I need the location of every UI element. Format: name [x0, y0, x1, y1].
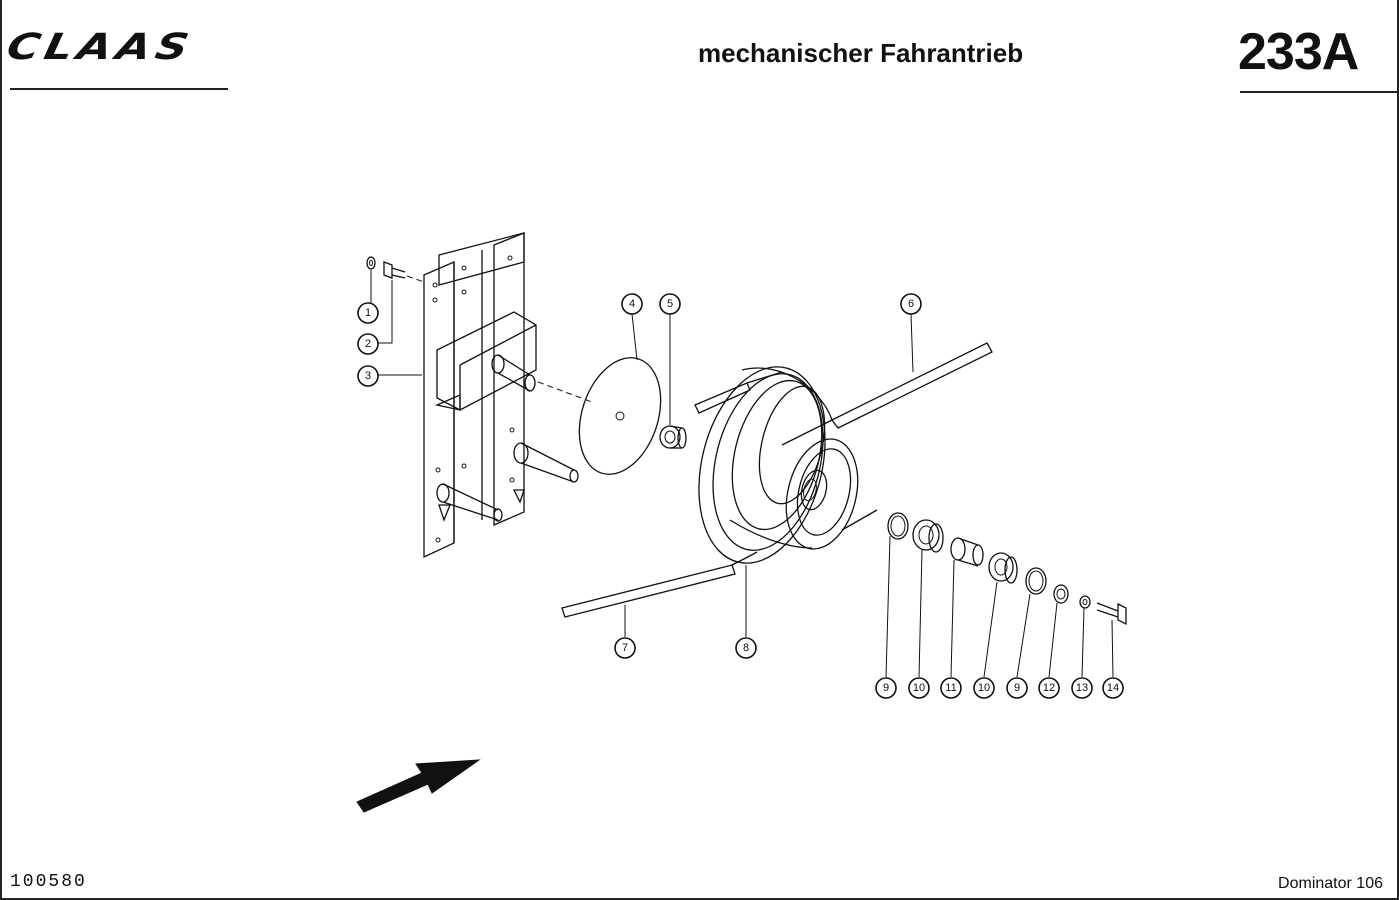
page-title: mechanischer Fahrantrieb [698, 38, 1024, 68]
page-number-underline [1240, 91, 1398, 93]
callout-label: 14 [1107, 682, 1119, 694]
callout-4: 4 [621, 293, 643, 315]
callout-13: 13 [1071, 677, 1093, 699]
callout-label: 1 [365, 307, 371, 319]
belt-lower-drawing [561, 509, 878, 618]
callout-label: 7 [622, 642, 628, 654]
hex-bolt-drawing [1096, 602, 1127, 626]
callout-8: 8 [735, 637, 757, 659]
callout-1: 1 [357, 302, 379, 324]
callout-12: 12 [1038, 677, 1060, 699]
callout-11: 11 [940, 677, 962, 699]
callout-7: 7 [614, 637, 636, 659]
cover-disc-drawing [578, 357, 662, 475]
callout-3: 3 [357, 365, 379, 387]
callout-label: 5 [667, 298, 673, 310]
bearing-left-drawing [912, 519, 944, 553]
small-washer-drawing [1079, 595, 1091, 609]
spacer-sleeve-drawing [950, 537, 984, 567]
page-number: 233A [1238, 23, 1359, 81]
callout-label: 2 [365, 338, 371, 350]
pulley-drawing [698, 366, 859, 564]
callout-label: 13 [1076, 682, 1088, 694]
leader-lines [370, 270, 1114, 678]
callout-label: 9 [1014, 682, 1020, 694]
logo-underline [10, 88, 228, 90]
callout-label: 9 [883, 682, 889, 694]
direction-arrow-icon [356, 759, 481, 813]
bushing-drawing [659, 425, 687, 449]
callout-9: 9 [875, 677, 897, 699]
callout-label: 8 [743, 642, 749, 654]
lock-washer-drawing [1053, 584, 1069, 604]
callout-label: 11 [945, 682, 956, 694]
callout-10: 10 [908, 677, 930, 699]
callout-label: 12 [1043, 682, 1055, 694]
belt-upper-drawing [694, 342, 993, 446]
callout-6: 6 [900, 293, 922, 315]
bracket-frame-drawing [423, 232, 593, 559]
callout-label: 6 [908, 298, 914, 310]
callout-label: 4 [629, 298, 635, 310]
bearing-right-drawing [988, 552, 1018, 584]
callout-14: 14 [1102, 677, 1124, 699]
washer-bolt-drawing [366, 256, 425, 283]
document-number: 100580 [10, 872, 87, 892]
machine-model: Dominator 106 [1278, 875, 1383, 892]
callout-label: 10 [978, 682, 990, 694]
callout-label: 10 [913, 682, 925, 694]
callout-5: 5 [659, 293, 681, 315]
snap-ring-right-drawing [1025, 567, 1047, 595]
callout-label: 3 [365, 370, 371, 382]
callout-2: 2 [357, 333, 379, 355]
snap-ring-left-drawing [887, 512, 909, 540]
callout-9b: 9 [1006, 677, 1028, 699]
callout-10b: 10 [973, 677, 995, 699]
